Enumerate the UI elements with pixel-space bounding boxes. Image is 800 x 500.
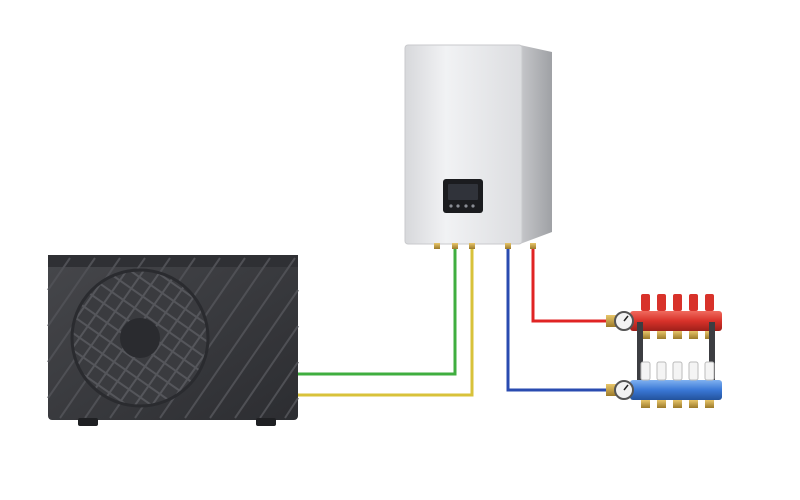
wall-mounted-indoor-unit-icon (404, 44, 552, 249)
indoor-unit-front (404, 44, 523, 245)
return-manifold-icon (606, 361, 722, 408)
outdoor-unit-foot-left (78, 418, 98, 426)
outdoor-unit-foot-right (256, 418, 276, 426)
red-pipe (531, 248, 612, 323)
blue-pipe (506, 248, 612, 392)
supply-valves (641, 294, 714, 339)
supply-manifold-icon (606, 294, 722, 339)
green-pipe (295, 248, 457, 376)
indoor-unit-pipe-fittings (434, 243, 536, 249)
return-manifold-bar (630, 380, 722, 400)
return-valves (640, 361, 715, 408)
yellow-pipe (295, 248, 474, 397)
indoor-unit-side (520, 45, 552, 244)
lcd-control-panel-icon (443, 179, 483, 213)
heat-pump-outdoor-unit-icon (47, 255, 299, 426)
fan-hub-icon (120, 318, 160, 358)
manifold-bracket (637, 322, 715, 392)
pipe-connections (295, 248, 612, 397)
supply-manifold-bar (630, 311, 722, 331)
